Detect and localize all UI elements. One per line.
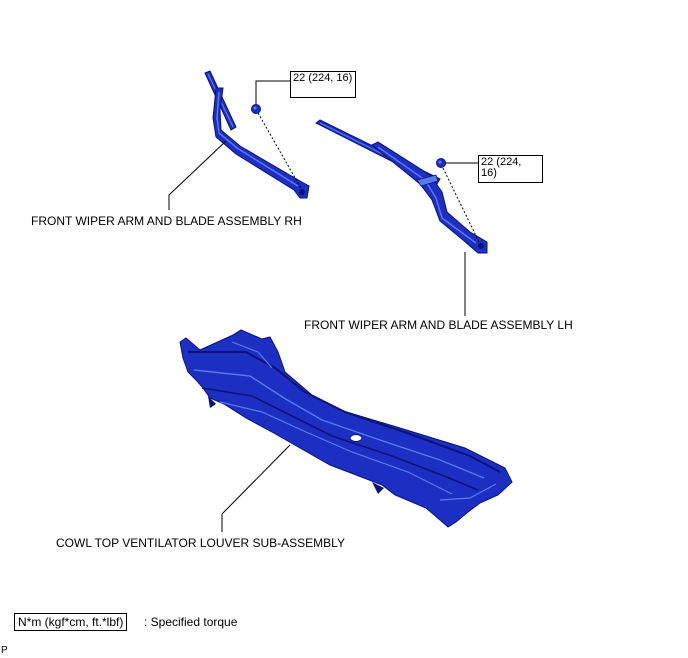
torque-value-lh: 22 (224, 16) [481, 156, 522, 179]
legend-unit-box: N*m (kgf*cm, ft.*lbf) [14, 613, 128, 631]
rh-nut-guide-line [257, 112, 303, 191]
part-label-wiper-lh: FRONT WIPER ARM AND BLADE ASSEMBLY LH [304, 318, 573, 332]
wiper-arm-rh-illustration [204, 70, 310, 199]
legend-description: : Specified torque [144, 615, 238, 629]
torque-value-rh: 22 (224, 16) [293, 72, 353, 84]
torque-callout-rh: 22 (224, 16) [290, 71, 356, 98]
wiper-arm-lh-illustration [315, 119, 488, 254]
torque-callout-lh: 22 (224, 16) [478, 155, 543, 183]
part-label-cowl: COWL TOP VENTILATOR LOUVER SUB-ASSEMBLY [56, 536, 345, 550]
part-label-wiper-rh: FRONT WIPER ARM AND BLADE ASSEMBLY RH [31, 214, 302, 228]
cowl-part-leader [221, 444, 291, 532]
rh-part-leader [168, 140, 227, 210]
footer-letter: P [1, 645, 8, 656]
cowl-louver-illustration [179, 329, 513, 528]
rh-nut-leader [255, 80, 290, 104]
